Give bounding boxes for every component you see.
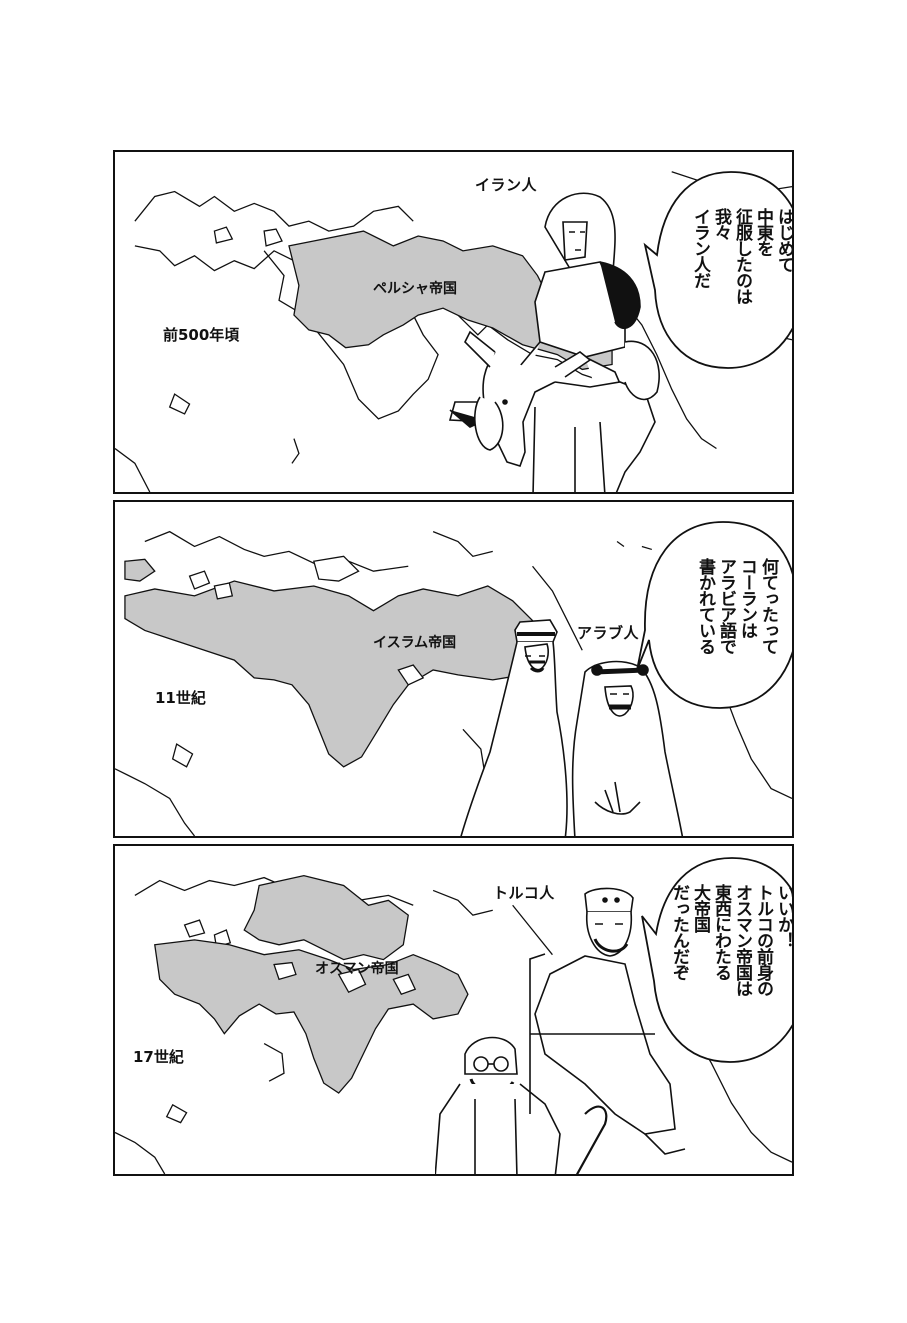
empire-label: オスマン帝国 [315, 961, 399, 977]
people-label: アラブ人 [577, 624, 640, 642]
panel-islamic-empire: アラブ人 イスラム帝国 11世紀 何てったって コーランは アラビア語で 書か [113, 500, 794, 838]
era-label: 17世紀 [133, 1048, 184, 1066]
iranian-rider-figure [425, 182, 670, 492]
people-label: イラン人 [475, 176, 538, 194]
speech-bubble: いいか！ トルコの前身の オスマン帝国は 東西にわたる 大帝国 だったんだぞ [640, 856, 794, 1064]
era-label: 前500年頃 [163, 326, 240, 344]
speech-text: はじめて 中東を 征服したのは 我々 イラン人だ [690, 208, 794, 304]
turkish-elders-figure [434, 884, 695, 1174]
arab-men-figure [445, 612, 695, 836]
panel-persian-empire: イラン人 ペルシャ帝国 前500年頃 [113, 150, 794, 494]
map-ottoman-empire [115, 874, 792, 1174]
speech-bubble: はじめて 中東を 征服したのは 我々 イラン人だ [643, 170, 794, 370]
speech-bubble: 何てったって コーランは アラビア語で 書かれている [635, 520, 792, 710]
panel-ottoman-empire: トルコ人 オスマン帝国 17世紀 い [113, 844, 794, 1176]
era-label: 11世紀 [155, 689, 206, 707]
speech-text: いいか！ トルコの前身の オスマン帝国は 東西にわたる 大帝国 だったんだぞ [669, 884, 794, 996]
people-label: トルコ人 [493, 884, 555, 902]
empire-label: ペルシャ帝国 [373, 281, 457, 297]
speech-text: 何てったって コーランは アラビア語で 書かれている [695, 558, 778, 654]
empire-label: イスラム帝国 [373, 635, 457, 651]
